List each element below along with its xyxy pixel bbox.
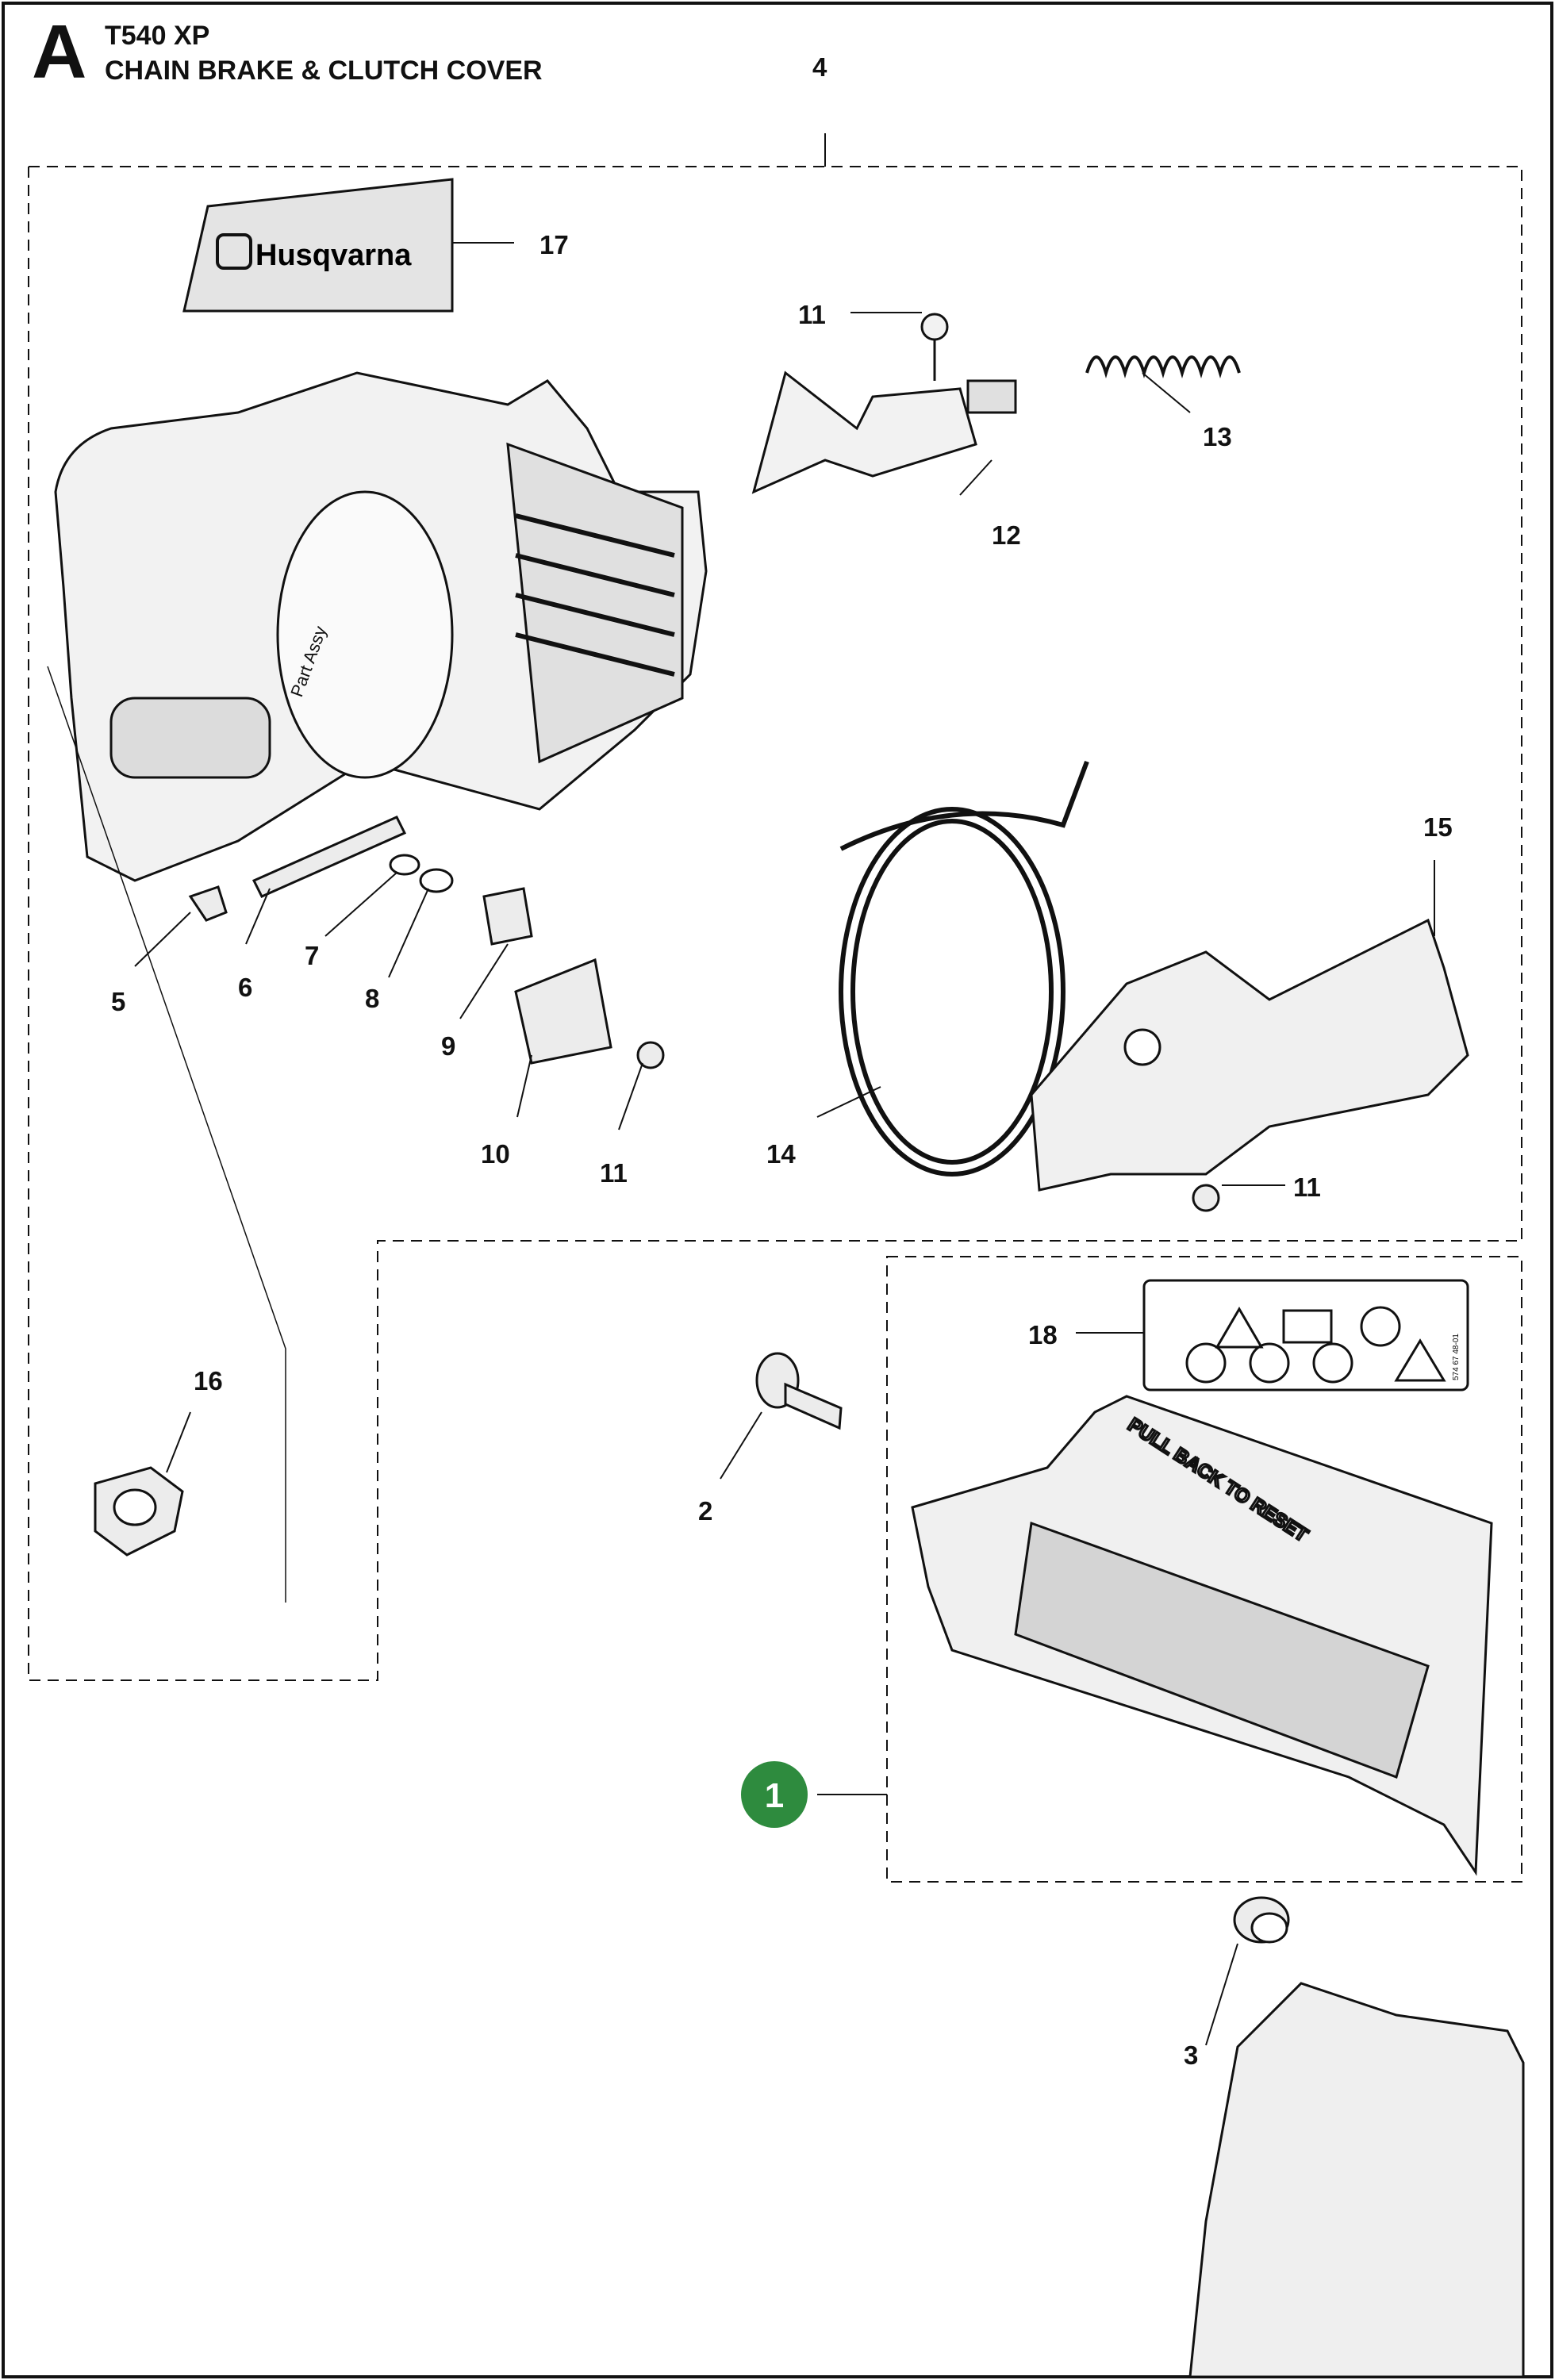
brake-lever-12 (751, 313, 1017, 494)
decal-17: Husqvarna (182, 178, 454, 313)
spring-13 (1085, 355, 1241, 378)
callout-17: 17 (539, 230, 569, 259)
saw-body (1188, 1982, 1525, 2378)
leader-lines (134, 312, 1435, 2046)
model-name: T540 XP (105, 21, 210, 51)
part-3 (1233, 1896, 1290, 1944)
part-7 (389, 854, 420, 876)
callout-9: 9 (441, 1031, 455, 1061)
part-2 (755, 1352, 843, 1430)
husqvarna-logo-icon-15 (1123, 1028, 1161, 1066)
callout-4: 4 (812, 52, 827, 82)
callout-3: 3 (1184, 2040, 1198, 2070)
warning-label-18: 574 67 48-01 (1142, 1279, 1469, 1392)
warning-triangle-icon (1215, 1307, 1264, 1349)
screw-11b (636, 1041, 665, 1069)
callout-10: 10 (481, 1139, 510, 1169)
callout-6: 6 (238, 973, 252, 1002)
group-box-4 (29, 166, 1522, 1241)
helmet-icon (1360, 1306, 1401, 1347)
callout-14: 14 (766, 1139, 796, 1169)
screw-11c (1192, 1184, 1220, 1212)
no-kickback-icon (1249, 1342, 1290, 1384)
part-16 (94, 1466, 184, 1557)
callout-11-right: 11 (1293, 1173, 1321, 1202)
group-box-1 (886, 1256, 1522, 1883)
manual-book-icon (1282, 1309, 1333, 1344)
falling-tree-icon (1394, 1338, 1446, 1382)
clutch-cover: Part Assy (54, 371, 708, 882)
callout-8: 8 (365, 984, 379, 1013)
part-9 (482, 887, 533, 946)
group-box-16 (28, 167, 1522, 1681)
no-prohibit-icon (1312, 1342, 1353, 1384)
part-5 (188, 885, 228, 922)
section-letter: A (32, 10, 87, 94)
diagram-title: CHAIN BRAKE & CLUTCH COVER (105, 56, 543, 86)
callout-16: 16 (194, 1366, 223, 1395)
callout-18: 18 (1028, 1320, 1058, 1349)
no-one-hand-icon (1185, 1342, 1227, 1384)
callout-15: 15 (1423, 812, 1453, 842)
callout-2: 2 (698, 1496, 712, 1526)
part-8 (419, 868, 454, 893)
callout-labels: 4 17 11 13 12 15 5 6 7 8 9 10 11 14 11 1… (111, 52, 1453, 2070)
label-code-text: 574 67 48-01 (1452, 1334, 1461, 1380)
callout-12: 12 (992, 520, 1021, 550)
callout-11-top: 11 (798, 300, 826, 329)
callout-5: 5 (111, 987, 125, 1016)
callout-13: 13 (1203, 422, 1232, 451)
callout-11-mid: 11 (600, 1158, 628, 1188)
decal-logo-text: Husqvarna (255, 239, 412, 272)
brake-assy-15 (1030, 918, 1469, 1192)
kit-badge-1: 1 (741, 1761, 808, 1828)
brake-band-14 (839, 760, 1089, 1177)
husqvarna-logo-icon (216, 233, 252, 270)
front-handle-guard: PULL BACK TO RESET (911, 1395, 1493, 1876)
kit-badge-label: 1 (765, 1776, 784, 1815)
callout-7: 7 (305, 941, 319, 970)
part-10 (514, 958, 612, 1065)
part-6 (251, 816, 407, 898)
